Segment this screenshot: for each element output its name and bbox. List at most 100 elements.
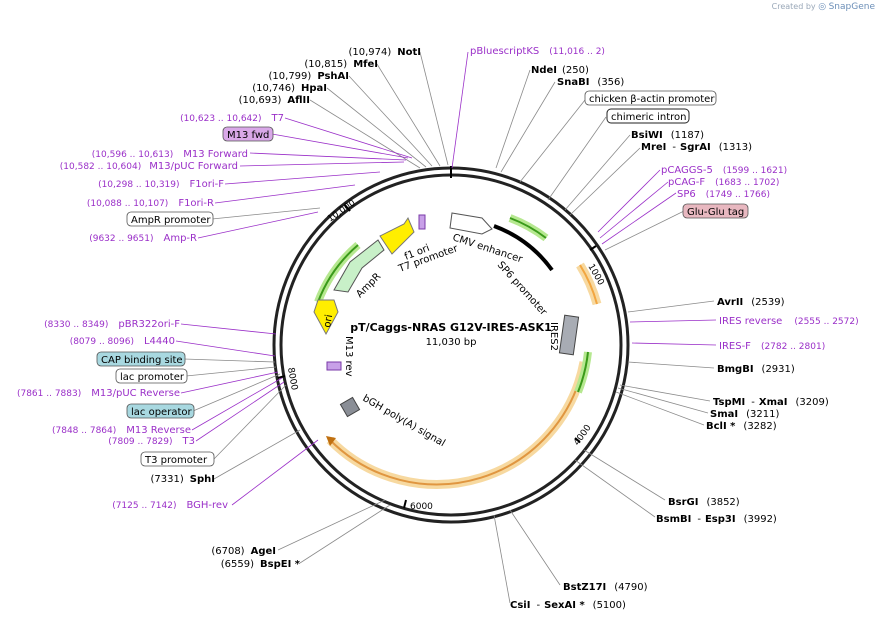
primer-pbluescriptks: pBluescriptKS(11,016 .. 2) (470, 46, 605, 57)
leader-bsmbi (574, 459, 656, 518)
leader-intron (547, 116, 607, 201)
leader-sp6 (601, 192, 677, 245)
plasmid-length: 11,030 bp (426, 337, 477, 348)
tick-label-8000: 8000 (285, 367, 299, 392)
orf-arrowhead (326, 436, 336, 446)
leader-actin (519, 99, 586, 183)
orf-arc-2 (329, 361, 585, 486)
leader-m13-reverse (191, 377, 283, 431)
leader-noti (419, 51, 449, 166)
primer-ires-f: IRES-F(2782 .. 2801) (719, 341, 825, 352)
leader-hpai (326, 87, 427, 168)
box-lac-promoter-frame (115, 368, 188, 384)
cmv-enhancer-label: CMV enhancer (451, 232, 524, 265)
leader-cap (183, 358, 276, 363)
tick-marks: 1000 4000 6000 8000 10,000 (277, 198, 606, 512)
f1-ori-arrow (379, 216, 415, 255)
box-t3-promoter-label: T3 promoter (144, 455, 208, 466)
leader-mfei (376, 63, 441, 167)
ampr-label: AmpR (354, 271, 383, 300)
box-lac-operator: lac operator (126, 403, 195, 419)
primer-m13puc-reverse: (7861 .. 7883)M13/pUC Reverse (17, 388, 180, 399)
green-feature-3 (317, 244, 359, 303)
site-mrei: MreI-SgrAI(1313) (641, 142, 752, 153)
plasmid-title-group: pT/Caggs-NRAS G12V-IRES-ASK1 11,030 bp (350, 321, 552, 348)
box-cap-site-frame (96, 351, 186, 367)
leader-pshai (348, 75, 433, 167)
box-lac-operator-frame (126, 403, 195, 419)
leader-bgh-rev (231, 439, 319, 506)
site-aflii: (10,693)AflII (239, 95, 310, 106)
green-feature-2 (577, 351, 589, 393)
box-m13-fwd-label: M13 fwd (227, 130, 269, 141)
site-bcli: BclI *(3282) (706, 421, 777, 432)
tick-label-6000: 6000 (410, 502, 433, 512)
box-ampr-promoter-label: AmpR promoter (131, 215, 211, 226)
leader-pcagf (599, 181, 669, 239)
leader-smai (617, 387, 709, 414)
leader-bspei (299, 504, 391, 564)
box-cap-site: CAP binding site (96, 351, 186, 367)
tick-label-10000: 10,000 (326, 198, 358, 224)
box-m13-fwd-frame (222, 126, 274, 142)
leader-ires-rev (629, 319, 717, 323)
leader-ampr-promoter (211, 207, 321, 220)
leader-m13fwd (271, 133, 409, 159)
site-avrii: AvrII(2539) (717, 297, 785, 308)
credit-brand: SnapGene (828, 2, 875, 12)
primer-pcaggs5: pCAGGS-5(1599 .. 1621) (661, 165, 787, 176)
leader-snabi (500, 81, 556, 173)
bgh-label: bGH poly(A) signal (361, 393, 447, 449)
box-glu-glu: Glu-Glu tag (682, 203, 749, 219)
leader-lac-promoter (185, 366, 277, 377)
green-feature-1 (509, 217, 547, 239)
box-chimeric-intron: chimeric intron (606, 108, 690, 124)
primer-amp-r: (9632 .. 9651)Amp-R (89, 233, 197, 244)
leader-pbluescript (451, 51, 469, 169)
site-smai: SmaI(3211) (710, 409, 779, 420)
leader-ndei (495, 69, 531, 169)
box-lac-promoter: lac promoter (115, 368, 188, 384)
ampr-arrow (333, 239, 385, 293)
primer-m13-forward: (10,596 .. 10,613)M13 Forward (92, 149, 248, 160)
box-glu-glu-frame (682, 203, 749, 219)
primer-ires-reverse: IRES reverse(2555 .. 2572) (719, 316, 859, 327)
leader-t3-promoter (213, 384, 287, 460)
leader-agei (277, 499, 386, 551)
leader-pbr322 (180, 323, 277, 335)
leader-l4440 (175, 340, 276, 357)
primer-pbr322ori-f: (8330 .. 8349)pBR322ori-F (44, 319, 180, 330)
site-noti: (10,974)NotI (348, 47, 421, 58)
primer-l4440: (8079 .. 8096)L4440 (70, 336, 175, 347)
box-chicken-actin-label: chicken β-actin promoter (589, 94, 715, 105)
primer-m13puc-forward: (10,582 .. 10,604)M13/pUC Forward (60, 161, 238, 172)
leader-lines (175, 51, 717, 604)
m13-rev-label: M13 rev (343, 336, 354, 377)
t7-feature-box (418, 214, 426, 230)
snapgene-credit: Created by ◎ SnapGene (772, 2, 875, 12)
site-bsiwi: BsiWI(1187) (631, 130, 704, 141)
site-bsmbi: BsmBI-Esp3I(3992) (656, 514, 777, 525)
leader-f1ori-r (214, 184, 356, 204)
site-bspei: (6559)BspEI * (221, 559, 301, 570)
leader-tspmi (619, 384, 711, 402)
leader-sphi (213, 429, 301, 480)
box-cap-site-label: CAP binding site (101, 355, 183, 366)
leader-bmgbi (627, 361, 715, 369)
plasmid-name: pT/Caggs-NRAS G12V-IRES-ASK1 (350, 321, 552, 334)
primer-sp6: SP6(1749 .. 1766) (677, 189, 770, 200)
snapgene-logo-icon: ◎ (818, 2, 827, 12)
box-chicken-actin-frame (584, 90, 717, 106)
site-ndei: NdeI(250) (531, 65, 589, 76)
credit-prefix: Created by (771, 2, 816, 11)
leader-glu (604, 210, 685, 251)
tick-10000 (344, 204, 351, 212)
primer-f1ori-r: (10,088 .. 10,107)F1ori-R (87, 198, 214, 209)
leader-f1ori-f (224, 171, 381, 185)
leader-mrei (569, 147, 641, 216)
box-m13-fwd: M13 fwd (222, 126, 274, 142)
tick-6000 (403, 499, 407, 509)
box-chicken-actin: chicken β-actin promoter (584, 90, 717, 106)
leader-ires-f (631, 342, 717, 346)
